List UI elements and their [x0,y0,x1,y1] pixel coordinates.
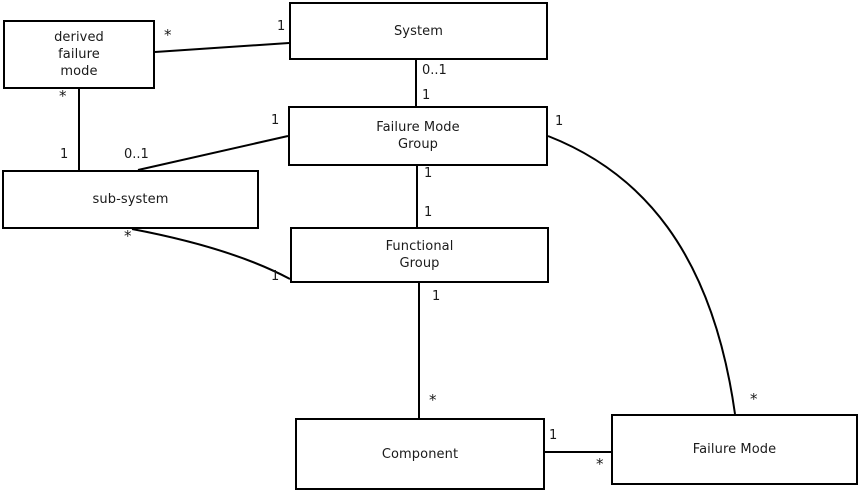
class-box-system[interactable]: System [289,2,548,60]
class-name-sub-system: sub-system [92,192,169,207]
class-box-derived-failure-mode[interactable]: derived failure mode [3,20,155,89]
multiplicity-label-component-to-failure-mode: 1 [549,428,558,443]
class-box-sub-system[interactable]: sub-system [2,170,259,229]
multiplicity-label-failure-mode-group-to-sub-system: 1 [271,113,280,128]
class-name-component: Component [381,446,459,462]
multiplicity-label-failure-mode-group-to-failure-mode: 1 [555,114,564,129]
multiplicity-label-sub-system-to-failure-mode-group: 0..1 [124,147,149,162]
multiplicity-label-system-to-failure-mode-group: 0..1 [422,63,447,78]
class-name-functional-group: Functional Group [385,239,454,271]
class-box-component[interactable]: Component [295,418,545,490]
association-curve-failure-mode-group-failure-mode [547,135,736,415]
multiplicity-label-failure-mode-to-component: * [596,455,604,473]
multiplicity-label-derived-failure-mode-to-system: * [164,26,172,44]
multiplicity-label-failure-mode-group-to-functional-group: 1 [424,166,433,181]
association-line-sub-system-failure-mode-group [137,135,289,171]
class-box-failure-mode-group[interactable]: Failure Mode Group [288,106,548,166]
multiplicity-label-failure-mode-to-failure-mode-group: * [750,390,758,408]
class-box-functional-group[interactable]: Functional Group [290,227,549,283]
class-name-failure-mode: Failure Mode [692,442,777,457]
class-name-failure-mode-group: Failure Mode Group [376,120,460,152]
multiplicity-label-functional-group-to-failure-mode-group: 1 [424,205,433,220]
class-box-failure-mode[interactable]: Failure Mode [611,414,858,485]
multiplicity-label-component-to-functional-group: * [429,391,437,409]
multiplicity-label-functional-group-to-sub-system: 1 [271,269,280,284]
class-name-system: System [393,23,444,39]
multiplicity-label-failure-mode-group-to-system: 1 [422,88,431,103]
association-line-derived-failure-mode-system [154,42,290,53]
multiplicity-label-system-to-derived-failure-mode: 1 [277,19,286,34]
multiplicity-label-derived-failure-mode-to-sub-system: * [59,87,67,105]
multiplicity-label-functional-group-to-component: 1 [432,289,441,304]
multiplicity-label-sub-system-to-derived-failure-mode: 1 [60,147,69,162]
association-curve-sub-system-functional-group [131,228,291,280]
class-name-derived-failure-mode: derived failure mode [54,30,104,79]
multiplicity-label-sub-system-to-functional-group: * [124,227,132,245]
